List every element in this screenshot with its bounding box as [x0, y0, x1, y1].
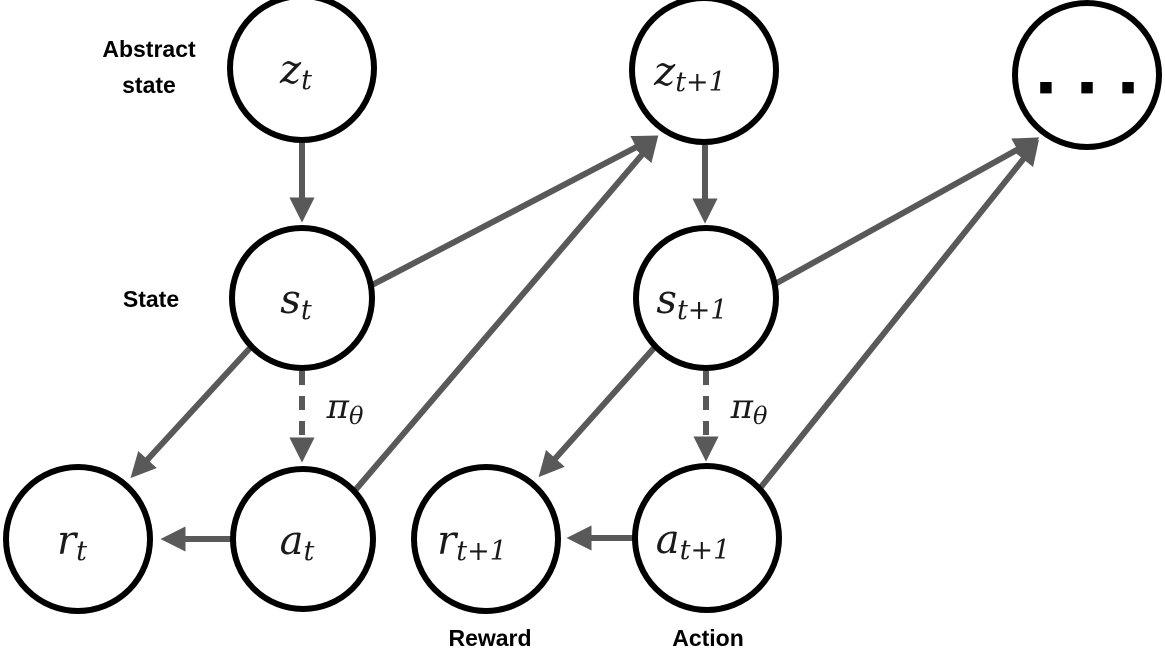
node-label-ellipsis: ▪ ▪ ▪: [1038, 60, 1142, 112]
edge-label-policy-t1: πθ: [730, 387, 768, 430]
node-circle-z_t1[interactable]: [629, 0, 779, 145]
edge-s_t1-to-z_dots: [773, 137, 1040, 287]
node-circle-z_t[interactable]: [227, 0, 377, 143]
node-circle-s_t[interactable]: [229, 225, 375, 371]
node-r_t1[interactable]: rt+1: [411, 464, 561, 614]
node-circle-s_t1[interactable]: [633, 225, 779, 371]
row-label-abstract-state-line1: Abstract: [102, 36, 196, 62]
edge-a_t-to-z_t1: [349, 135, 659, 496]
node-a_t[interactable]: at: [230, 466, 376, 612]
node-label-a_t: at: [280, 518, 315, 567]
node-label-a_t1: at+1: [656, 517, 731, 566]
node-label-z_t: zt: [279, 47, 312, 96]
edge-a_t1-to-z_dots: [754, 139, 1039, 494]
node-label-s_t1: st+1: [656, 277, 727, 326]
edge-label-policy-t: πθ: [326, 387, 364, 430]
nodes-layer: zt zt+1 ▪ ▪ ▪ st: [3, 0, 1162, 614]
node-circle-r_t1[interactable]: [411, 464, 561, 614]
node-z_t[interactable]: zt: [227, 0, 377, 143]
node-label-z_t1: zt+1: [653, 49, 726, 98]
node-circle-a_t[interactable]: [230, 466, 376, 612]
edge-s_t1-to-r_t1: [538, 346, 657, 478]
node-r_t[interactable]: rt: [3, 464, 153, 614]
row-label-reward: Reward: [448, 625, 531, 651]
node-circle-a_t1[interactable]: [632, 463, 782, 613]
node-label-r_t: rt: [57, 518, 87, 567]
node-label-s_t: st: [280, 277, 312, 326]
row-label-state: State: [123, 286, 179, 312]
node-label-r_t1: rt+1: [437, 518, 507, 567]
row-label-abstract-state-line2: state: [122, 72, 176, 98]
edges-layer: [130, 135, 1040, 552]
edge-s_t-to-z_t1: [370, 135, 659, 288]
node-z_dots[interactable]: ▪ ▪ ▪: [1012, 0, 1162, 150]
node-circle-r_t[interactable]: [3, 464, 153, 614]
edge-labels-layer: πθ πθ: [326, 387, 768, 430]
node-circle-z_dots[interactable]: [1012, 0, 1162, 150]
row-label-action: Action: [672, 625, 744, 651]
node-a_t1[interactable]: at+1: [632, 463, 782, 613]
node-s_t1[interactable]: st+1: [633, 225, 779, 371]
edge-s_t-to-r_t: [130, 345, 253, 479]
node-s_t[interactable]: st: [229, 225, 375, 371]
node-z_t1[interactable]: zt+1: [629, 0, 779, 145]
row-labels-layer: Abstract state State Reward Action: [102, 36, 743, 651]
